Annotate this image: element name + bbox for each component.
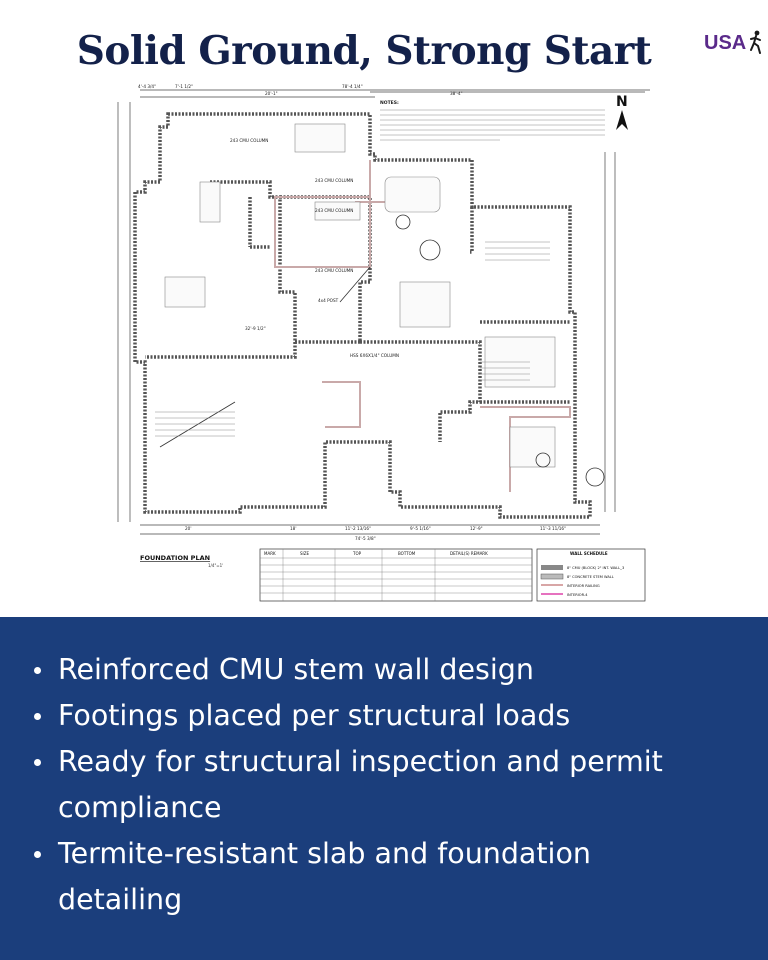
wall-type-1: 8" CMU (BLOCK) 2" INT. WALL_3 xyxy=(567,566,624,570)
dim-top-3: 20'-1" xyxy=(265,91,278,96)
north-label: N xyxy=(616,94,628,110)
feature-item: Footings placed per structural loads xyxy=(34,693,718,739)
schedule-remark-header: DETAIL(S) REMARK xyxy=(450,551,488,556)
callout-column-4: 243 CMU COLUMN xyxy=(315,268,353,273)
dim-top-2: 7'-1 1/2" xyxy=(175,84,193,89)
footing-schedule-table: MARK SIZE TOP BOTTOM DETAIL(S) REMARK xyxy=(259,548,533,602)
logo-text: USA xyxy=(704,32,747,54)
dim-total: 74'-5 3/8" xyxy=(355,536,376,541)
schedule-top-header: TOP xyxy=(352,551,362,556)
dim-bottom-3: 11'-2 13/16" xyxy=(345,526,371,531)
features-panel: Reinforced CMU stem wall design Footings… xyxy=(0,617,768,960)
callout-column-2: 243 CMU COLUMN xyxy=(315,178,353,183)
plan-label: FOUNDATION PLAN xyxy=(140,554,210,562)
callout-post: 4x4 POST xyxy=(318,298,339,303)
feature-item: Ready for structural inspection and perm… xyxy=(34,739,718,831)
dim-bottom-1: 20' xyxy=(185,526,191,531)
north-arrow-icon: N xyxy=(616,94,628,130)
schedule-bottom-header: BOTTOM xyxy=(398,551,416,556)
schedule-size-header: SIZE xyxy=(300,551,309,556)
wall-schedule-legend: WALL SCHEDULE 8" CMU (BLOCK) 2" INT. WAL… xyxy=(536,548,646,602)
callout-hss: HSS 6X6X1/4" COLUMN xyxy=(350,353,399,358)
feature-list: Reinforced CMU stem wall design Footings… xyxy=(34,647,718,923)
dim-bottom-4: 9'-5 1/16" xyxy=(410,526,431,531)
plan-scale: 1/4"=1' xyxy=(208,563,223,568)
wall-schedule-title: WALL SCHEDULE xyxy=(570,551,608,556)
wall-type-2: 8" CONCRETE STEM WALL xyxy=(567,575,614,579)
dim-top-5: 38'-4" xyxy=(450,91,463,96)
schedule-mark-header: MARK xyxy=(264,551,276,556)
dim-bottom-2: 18' xyxy=(290,526,296,531)
dim-top-1: 4'-4 3/4" xyxy=(138,84,156,89)
wall-type-4: INTERIOR-4 xyxy=(567,593,588,597)
inner-dim: 32'-9 1/2" xyxy=(245,326,266,331)
page-title: Solid Ground, Strong Start xyxy=(76,28,652,74)
foundation-plan-drawing: 4'-4 3/4" 7'-1 1/2" 20'-1" 78'-4 1/4" 38… xyxy=(100,82,660,607)
callout-column-1: 243 CMU COLUMN xyxy=(230,138,268,143)
dim-top-4: 78'-4 1/4" xyxy=(342,84,363,89)
feature-item: Reinforced CMU stem wall design xyxy=(34,647,718,693)
dim-bottom-5: 12'-9" xyxy=(470,526,483,531)
brand-logo: USA xyxy=(704,32,746,55)
notes-title: NOTES: xyxy=(380,100,399,106)
wall-type-3: INTERIOR RAILING xyxy=(567,584,600,588)
soccer-player-icon xyxy=(750,30,761,54)
dim-bottom-6: 11'-3 11/16" xyxy=(540,526,566,531)
feature-item: Termite-resistant slab and foundation de… xyxy=(34,831,718,923)
callout-column-3: 243 CMU COLUMN xyxy=(315,208,353,213)
